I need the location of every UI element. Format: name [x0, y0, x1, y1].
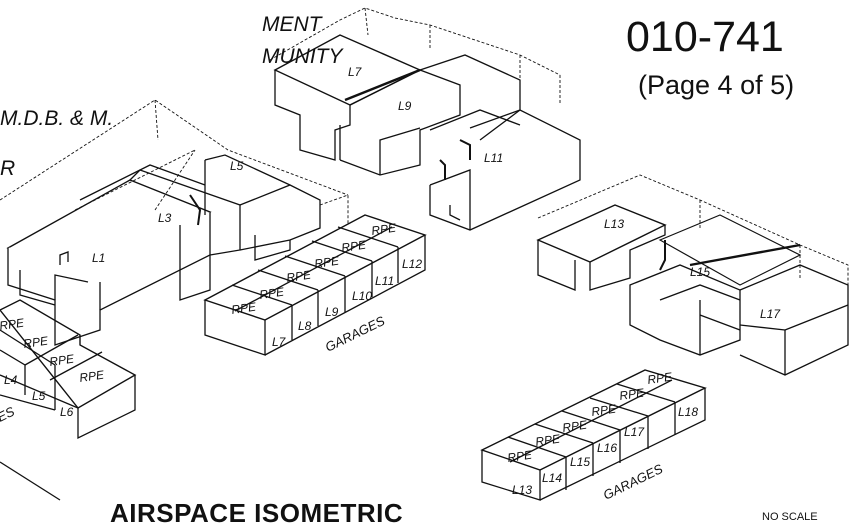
- building-3-roof: [536, 204, 667, 263]
- rpe-label: RPE: [313, 254, 340, 271]
- unit-label: L14: [542, 471, 562, 485]
- rpe-label: RPE: [646, 370, 673, 387]
- unit-label: L13: [512, 483, 532, 497]
- unit-label: L17: [624, 425, 645, 439]
- header-line-2: MUNITY: [262, 45, 343, 68]
- rpe-label: RPE: [22, 334, 49, 351]
- garages-label: GARAGES: [601, 461, 666, 503]
- rpe-label: RPE: [534, 432, 561, 449]
- unit-label: L13: [604, 217, 624, 231]
- unit-label: L18: [678, 405, 698, 419]
- rpe-label: RPE: [340, 238, 367, 255]
- rpe-label: RPE: [561, 418, 588, 435]
- unit-label: L17: [760, 307, 781, 321]
- rpe-label: RPE: [370, 221, 397, 238]
- unit-label: L16: [597, 441, 617, 455]
- unit-label: L9: [398, 99, 412, 113]
- header-line-4: R: [0, 157, 16, 180]
- garage-group-3: [0, 299, 137, 440]
- garage-group-2: [480, 369, 707, 501]
- garage-group-1: [203, 214, 427, 356]
- rpe-label: RPE: [285, 268, 312, 285]
- rpe-label: RPE: [0, 316, 26, 333]
- unit-label: L11: [484, 151, 503, 165]
- rpe-label: RPE: [506, 448, 533, 465]
- header-line-3: M.D.B. & M.: [0, 107, 114, 130]
- rpe-label: RPE: [78, 368, 105, 385]
- garages-label: ES: [0, 403, 17, 424]
- building-2: [269, 7, 581, 231]
- unit-label: L5: [230, 159, 244, 173]
- unit-label: L1: [92, 251, 105, 265]
- unit-label: L10: [352, 289, 372, 303]
- header-line-1: MENT: [262, 13, 322, 36]
- unit-label: L4: [4, 373, 18, 387]
- rpe-label: RPE: [258, 285, 285, 302]
- rpe-label: RPE: [590, 402, 617, 419]
- rpe-label: RPE: [48, 352, 75, 369]
- unit-label: L8: [298, 319, 312, 333]
- unit-label: L15: [690, 265, 710, 279]
- unit-label: L12: [402, 257, 422, 271]
- rpe-label: RPE: [618, 386, 645, 403]
- view-title: AIRSPACE ISOMETRIC: [110, 498, 404, 528]
- building-1: [0, 99, 349, 346]
- page-indicator: (Page 4 of 5): [638, 70, 795, 100]
- unit-label: L7: [272, 335, 287, 349]
- unit-label: L5: [32, 389, 46, 403]
- unit-label: L7: [348, 65, 363, 79]
- plan-number: 010-741: [626, 13, 784, 61]
- north-arrow-line: [0, 461, 61, 501]
- building-1-front-wall: [7, 212, 211, 346]
- unit-label: L15: [570, 455, 590, 469]
- unit-label: L6: [60, 405, 74, 419]
- rpe-label: RPE: [230, 300, 257, 317]
- unit-label: L3: [158, 211, 172, 225]
- building-3: [536, 174, 849, 376]
- unit-label: L9: [325, 305, 339, 319]
- scale-note: NO SCALE: [762, 511, 818, 523]
- unit-label: L11: [375, 274, 394, 288]
